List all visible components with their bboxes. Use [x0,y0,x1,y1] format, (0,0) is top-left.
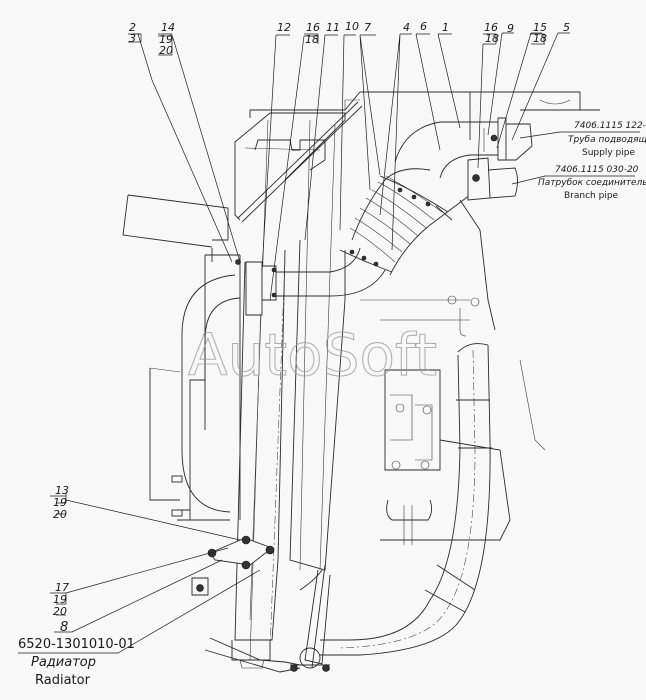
radiator-name-en: Radiator [35,673,91,688]
callout-7: 7 [364,21,371,34]
callout-17: 17 [55,581,69,594]
callout-20-left-a: 20 [53,508,67,521]
caption-supply-pipe: 7406.1115 122-10 Труба подводящая Supply… [568,121,646,158]
radiator-outlet-pipe [235,247,386,316]
callout-group-top: 2 3 14 19 20 12 16 18 11 10 7 4 6 1 16 1… [129,20,570,57]
callout-1: 1 [442,21,449,34]
engine-block-detail [360,295,480,545]
callout-group-left: 13 19 20 17 19 20 8 [53,484,69,635]
callout-16a: 16 [306,21,320,34]
caption-radiator: 6520-1301010-01 Радиатор Radiator [18,637,135,688]
supply-pipe-name-ru: Труба подводящая [568,135,646,145]
branch-pipe-name-ru: Патрубок соединительный [538,178,646,188]
callout-19: 19 [159,33,173,46]
callout-14: 14 [161,21,175,34]
callout-13: 13 [55,484,69,497]
branch-pipe [467,157,518,201]
lower-coolant-pipe [320,343,492,656]
callout-19-left-a: 19 [53,496,67,509]
watermark: AutoSoft [188,321,437,389]
callout-20: 20 [159,44,173,57]
callout-3: 3 [129,32,136,45]
callout-9: 9 [507,22,514,35]
leader-lines [18,32,640,654]
branch-pipe-code: 7406.1115 030-20 [555,165,639,175]
engine-frame-outline [122,91,600,541]
callout-11: 11 [326,21,340,34]
callout-5: 5 [563,21,570,34]
callout-8: 8 [60,620,68,635]
radiator-name-ru: Радиатор [31,655,96,670]
callout-16b: 16 [484,21,498,34]
callout-20-left-b: 20 [53,605,67,618]
caption-branch-pipe: 7406.1115 030-20 Патрубок соединительный… [538,165,646,201]
callout-10: 10 [345,20,359,33]
callout-4: 4 [403,21,410,34]
callout-15: 15 [533,21,547,34]
callout-18c: 18 [533,32,547,45]
callout-19-left-b: 19 [53,593,67,606]
lower-mount [204,564,331,673]
supply-pipe-code: 7406.1115 122-10 [574,121,646,131]
branch-pipe-name-en: Branch pipe [564,191,619,201]
corrugated-hose [339,168,471,276]
callout-2: 2 [129,21,136,34]
callout-6: 6 [420,20,427,33]
radiator-body [181,119,346,669]
callout-18a: 18 [305,33,319,46]
radiator-code: 6520-1301010-01 [18,637,135,652]
callout-18b: 18 [485,32,499,45]
radiator-flange-plate [171,475,275,596]
callout-12: 12 [277,21,291,34]
supply-pipe [394,117,533,179]
supply-pipe-name-en: Supply pipe [582,148,635,158]
